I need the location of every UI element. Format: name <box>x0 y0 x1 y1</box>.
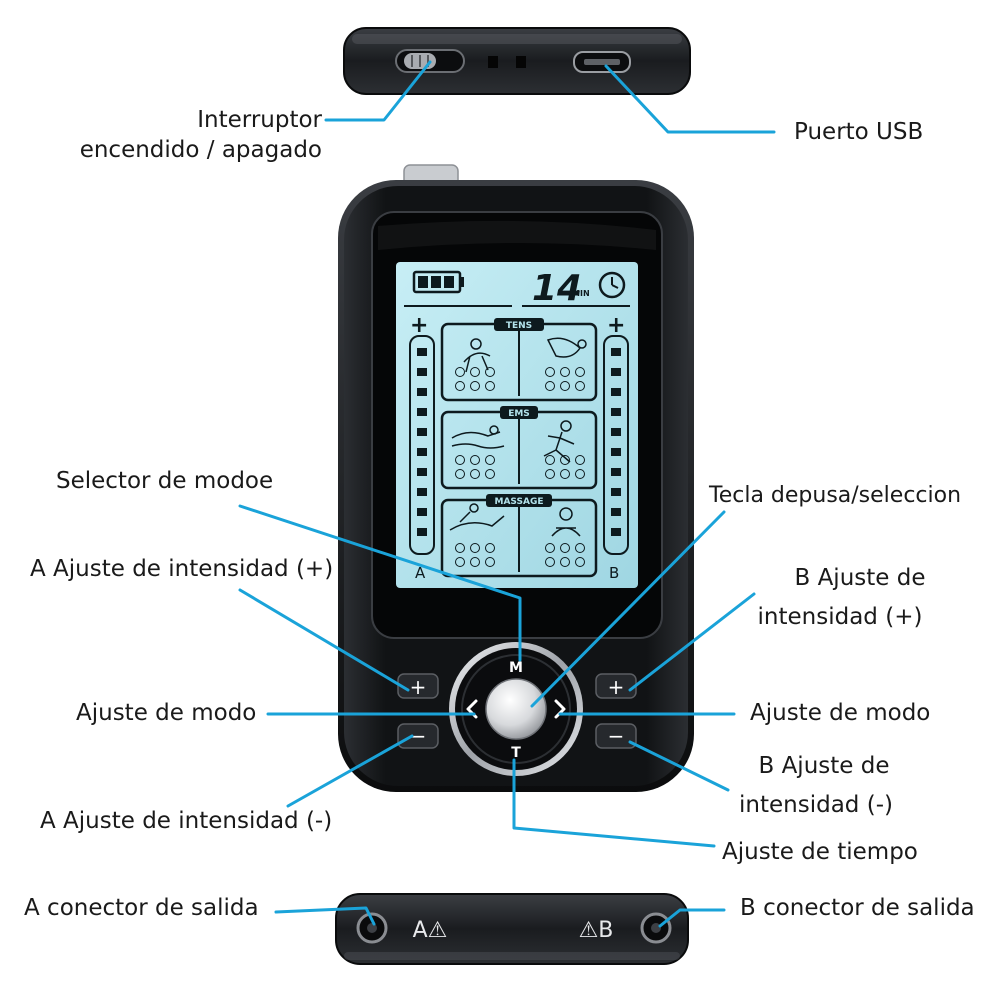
b-intensity-minus-button[interactable]: − <box>595 723 637 749</box>
svg-text:TENS: TENS <box>506 321 532 331</box>
svg-text:B: B <box>609 564 619 582</box>
svg-text:MASSAGE: MASSAGE <box>495 497 544 507</box>
program-section-ems: EMS <box>440 406 598 490</box>
label-mode-selector: Selector de modoe <box>56 468 274 494</box>
label-power-switch-line2: encendido / apagado <box>79 137 322 163</box>
control-dial: M T <box>449 642 583 776</box>
output-jack-b-icon[interactable] <box>640 912 672 944</box>
lcd-screen: 14 MIN + A + <box>396 262 638 588</box>
mode-select-key[interactable]: M <box>509 660 523 676</box>
b-intensity-plus-button[interactable]: + <box>595 673 637 699</box>
label-b-intensity-plus: B Ajuste de <box>794 565 926 591</box>
program-dots <box>455 543 585 567</box>
label-pause-key: Tecla depusa/seleccion <box>709 483 962 508</box>
time-adjust-key[interactable]: T <box>511 745 521 761</box>
led-indicator-icon <box>516 56 526 68</box>
svg-text:EMS: EMS <box>508 409 530 419</box>
timer-display: 14 <box>532 268 582 309</box>
label-a-intensity-minus: A Ajuste de intensidad (-) <box>40 808 333 834</box>
label-time-adjust: Ajuste de tiempo <box>722 839 918 865</box>
callout-lines <box>238 60 776 928</box>
label-a-output: A conector de salida <box>24 895 259 921</box>
svg-text:+: + <box>410 313 428 338</box>
output-jack-a-icon[interactable] <box>356 912 388 944</box>
svg-text:−: − <box>410 724 427 748</box>
clock-icon <box>598 271 626 299</box>
a-intensity-plus-button[interactable]: + <box>397 673 439 699</box>
label-b-intensity-plus-line2: intensidad (+) <box>757 604 923 630</box>
port-b-marking: ⚠B <box>579 918 614 943</box>
intensity-bar-b: + B <box>603 313 629 582</box>
label-a-intensity-plus: A Ajuste de intensidad (+) <box>30 556 334 582</box>
timer-unit: MIN <box>572 289 590 298</box>
label-mode-adjust-left: Ajuste de modo <box>76 700 257 726</box>
svg-text:−: − <box>608 724 625 748</box>
pause-select-button[interactable] <box>485 678 547 740</box>
battery-icon <box>412 270 464 294</box>
label-power-switch: Interruptor <box>197 107 322 133</box>
svg-text:+: + <box>607 313 625 338</box>
bottom-end-view: A⚠ ⚠B <box>335 893 689 965</box>
label-b-intensity-minus: B Ajuste de <box>758 753 890 779</box>
label-mode-adjust-right: Ajuste de modo <box>750 700 931 726</box>
label-usb-port: Puerto USB <box>794 119 924 145</box>
svg-text:+: + <box>410 675 427 699</box>
program-section-tens: TENS <box>440 318 598 402</box>
usb-port-icon[interactable] <box>573 51 631 73</box>
label-b-output: B conector de salida <box>740 895 975 921</box>
program-dots <box>455 455 585 479</box>
intensity-bar-a: + A <box>409 313 435 582</box>
label-b-intensity-minus-line2: intensidad (-) <box>739 792 893 818</box>
svg-text:A: A <box>415 564 426 582</box>
program-dots <box>455 367 585 391</box>
port-a-marking: A⚠ <box>413 918 448 943</box>
svg-text:+: + <box>608 675 625 699</box>
program-section-massage: MASSAGE <box>440 494 598 578</box>
top-end-view <box>343 27 691 95</box>
a-intensity-minus-button[interactable]: − <box>397 723 439 749</box>
led-indicator-icon <box>488 56 498 68</box>
